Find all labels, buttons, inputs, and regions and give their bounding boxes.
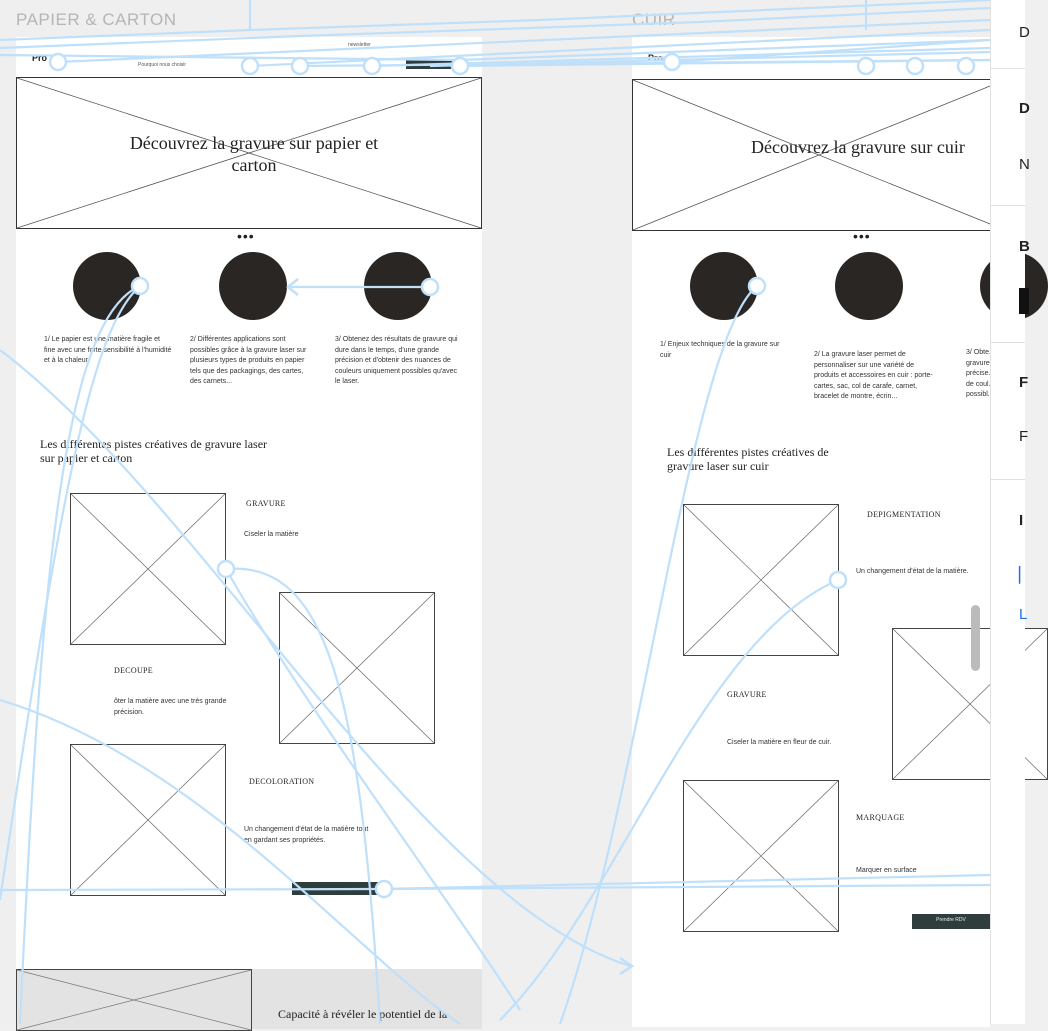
carousel-dots[interactable]: ••• xyxy=(853,228,871,244)
panel-toggle-icon[interactable]: ▏ xyxy=(1019,567,1031,584)
hero-title: Découvrez la gravure sur cuir xyxy=(751,137,965,157)
piste-desc-gravure: Ciseler la matière xyxy=(244,531,299,538)
frame-title-cuir[interactable]: CUIR xyxy=(632,10,676,29)
piste-image-placeholder xyxy=(70,493,226,645)
piste-label-gravure: GRAVURE xyxy=(246,499,286,508)
piste-label-gravure: GRAVURE xyxy=(727,690,767,699)
feature-text-2: 2/ Différentes applications sont possibl… xyxy=(190,336,307,385)
nav-link-why[interactable]: Pourquoi nous choisir xyxy=(138,62,187,68)
piste-image-placeholder xyxy=(279,592,435,744)
hero-cross-lines xyxy=(632,79,1006,231)
piste-desc-depigmentation: Un changement d'état de la matière. xyxy=(856,568,969,575)
panel-heading: B xyxy=(1019,238,1030,255)
prendre-rdv-button[interactable]: Prendre RDV xyxy=(912,914,990,929)
logo: Pro xyxy=(648,53,664,63)
panel-divider xyxy=(991,342,1025,343)
piste-label-decoloration: DECOLORATION xyxy=(249,777,315,786)
piste-image-placeholder xyxy=(70,744,226,896)
feature-circle-3 xyxy=(364,252,432,320)
piste-image-placeholder xyxy=(683,780,839,932)
cta-button[interactable] xyxy=(292,882,378,895)
feature-text-1: 1/ Le papier est une matière fragile et … xyxy=(44,336,172,364)
hero-cross-lines xyxy=(16,77,482,229)
panel-item[interactable]: F xyxy=(1019,428,1029,445)
feature-text-1: 1/ Enjeux techniques de la gravure sur c… xyxy=(660,341,780,359)
footer-title: Capacité à révéler le potentiel de la xyxy=(278,1007,448,1021)
piste-label-depigmentation: DEPIGMENTATION xyxy=(867,510,941,519)
footer-image-placeholder xyxy=(16,969,252,1031)
section-title: Les différentes pistes créatives de grav… xyxy=(40,437,268,465)
piste-label-decoupe: DECOUPE xyxy=(114,666,153,675)
piste-image-placeholder xyxy=(683,504,839,656)
canvas-scrollbar[interactable] xyxy=(971,605,980,671)
panel-link[interactable]: L xyxy=(1019,606,1028,623)
artboard-papier-carton[interactable]: Pro newsletter Pourquoi nous choisir Déc… xyxy=(16,37,482,1031)
feature-text-3: 3/ Obtenez des résultats de gravure qui … xyxy=(335,336,458,385)
frame-title-papier[interactable]: PAPIER & CARTON xyxy=(16,10,177,29)
panel-divider xyxy=(991,205,1025,206)
properties-panel: D D N B F F I ▏ L xyxy=(990,0,1031,1024)
hero-image-placeholder: Découvrez la gravure sur papier et carto… xyxy=(16,77,482,229)
color-swatch[interactable] xyxy=(1019,288,1029,314)
panel-item[interactable]: D xyxy=(1019,24,1030,41)
piste-desc-decoloration: Un changement d'état de la matière tout … xyxy=(244,826,369,844)
nav-cta-button[interactable] xyxy=(406,59,456,69)
panel-item[interactable]: N xyxy=(1019,156,1030,173)
carousel-dots[interactable]: ••• xyxy=(237,228,255,244)
panel-heading: I xyxy=(1019,512,1024,529)
nav-link-newsletter[interactable]: newsletter xyxy=(348,42,371,48)
hero-title: Découvrez la gravure sur papier et carto… xyxy=(129,133,379,175)
piste-desc-decoupe: ôter la matière avec une très grande pré… xyxy=(114,698,227,716)
panel-heading: D xyxy=(1019,100,1030,117)
logo: Pro xyxy=(32,53,48,63)
panel-divider xyxy=(991,68,1025,69)
piste-desc-marquage: Marquer en surface xyxy=(856,867,917,874)
feature-circle-2 xyxy=(219,252,287,320)
feature-circle-1 xyxy=(73,252,141,320)
piste-desc-gravure: Ciseler la matière en fleur de cuir. xyxy=(727,739,832,746)
feature-circle-1 xyxy=(690,252,758,320)
panel-heading: F xyxy=(1019,374,1029,391)
panel-divider xyxy=(991,479,1025,480)
artboard-cuir[interactable]: Pro Découvrez la gravure sur cuir ••• 1/… xyxy=(632,37,1048,1027)
feature-circle-2 xyxy=(835,252,903,320)
piste-label-marquage: MARQUAGE xyxy=(856,813,905,822)
feature-text-3: 3/ Obte... gravure... précise... de coul… xyxy=(966,349,996,398)
hero-image-placeholder: Découvrez la gravure sur cuir xyxy=(632,79,1006,231)
section-title: Les différentes pistes créatives de grav… xyxy=(667,445,829,473)
feature-text-2: 2/ La gravure laser permet de personnali… xyxy=(814,351,933,400)
